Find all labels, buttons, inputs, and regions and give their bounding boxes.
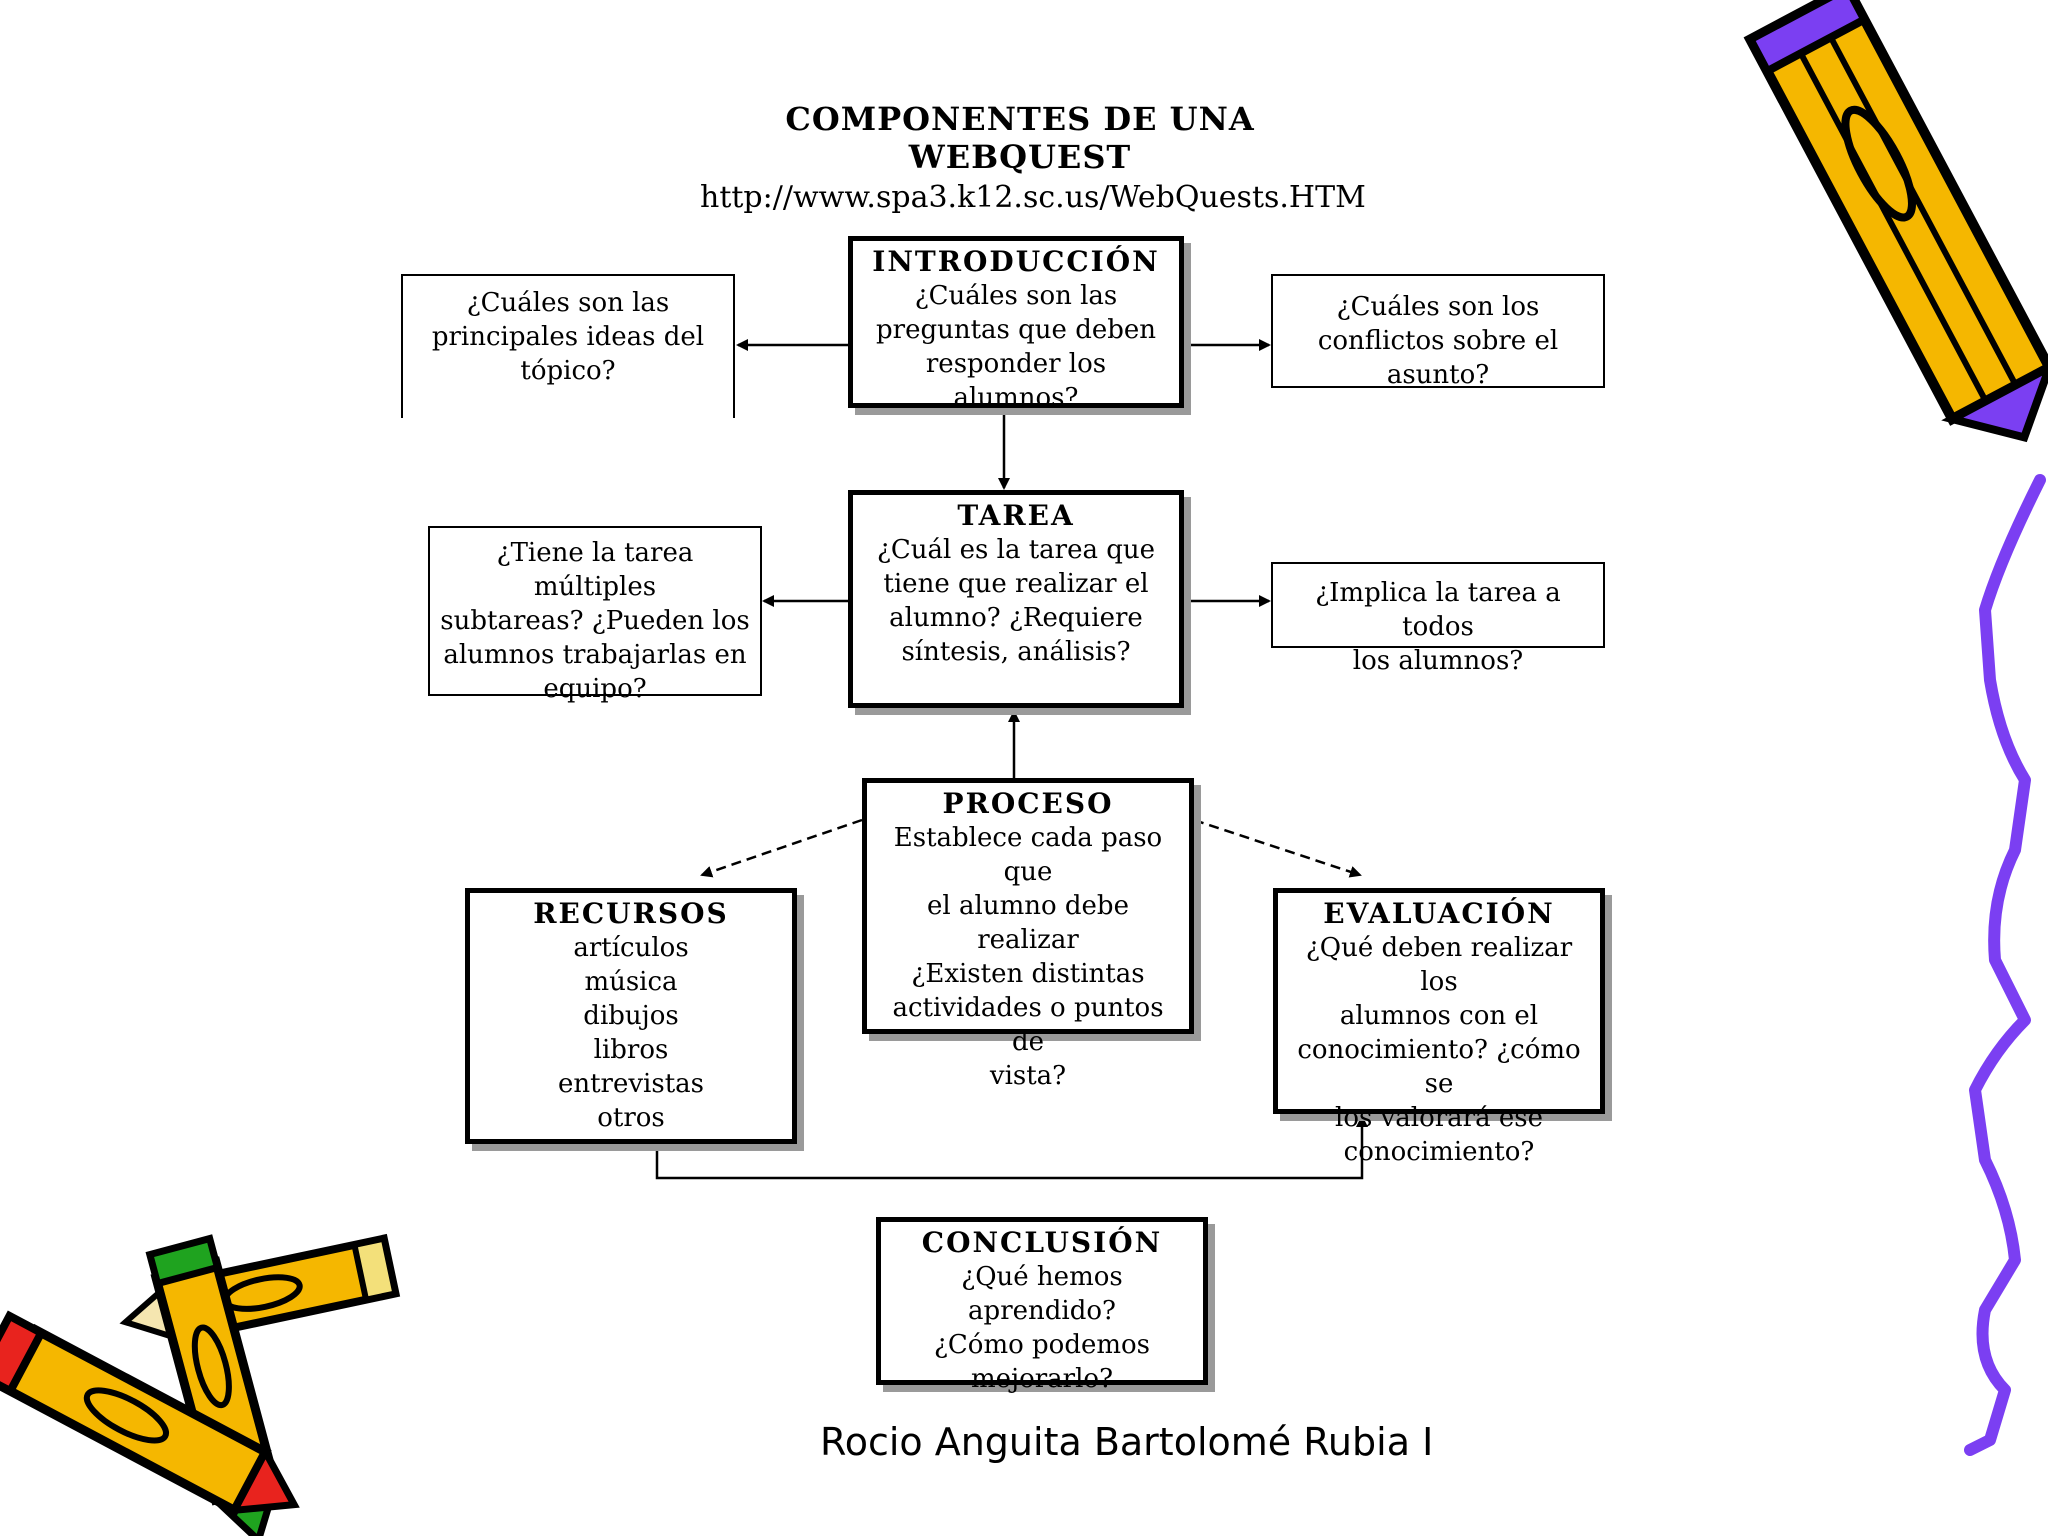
box-heading: INTRODUCCIÓN: [872, 245, 1160, 278]
box-heading: EVALUACIÓN: [1323, 897, 1555, 930]
box-introduccion: INTRODUCCIÓN ¿Cuáles son las preguntas q…: [848, 236, 1184, 413]
box-conclusion: CONCLUSIÓN ¿Qué hemos aprendido? ¿Cómo p…: [876, 1217, 1208, 1394]
question-box-tarea-left: ¿Tiene la tarea múltiples subtareas? ¿Pu…: [428, 526, 762, 704]
box-heading: RECURSOS: [533, 897, 729, 930]
question-text: ¿Tiene la tarea múltiples subtareas? ¿Pu…: [440, 538, 750, 704]
question-box-tarea-right: ¿Implica la tarea a todos los alumnos?: [1271, 562, 1605, 676]
box-text: ¿Cuál es la tarea que tiene que realizar…: [876, 535, 1156, 667]
box-heading: CONCLUSIÓN: [921, 1226, 1163, 1259]
box-recursos: RECURSOS artículos música dibujos libros…: [465, 888, 797, 1144]
diagram-title-block: COMPONENTES DE UNA WEBQUEST http://www.s…: [700, 100, 1366, 215]
box-text: artículos música dibujos libros entrevis…: [557, 933, 705, 1133]
question-text: ¿Cuáles son los conflictos sobre el asun…: [1317, 292, 1559, 390]
author-credit: Rocio Anguita Bartolomé Rubia I: [820, 1420, 1434, 1464]
arrow-proceso-recursos: [700, 818, 863, 878]
question-text: ¿Cuáles son las principales ideas del tó…: [431, 288, 705, 386]
arrow-proceso-evaluacion: [1193, 818, 1362, 878]
question-box-intro-right: ¿Cuáles son los conflictos sobre el asun…: [1271, 274, 1605, 390]
box-proceso: PROCESO Establece cada paso que el alumn…: [862, 778, 1194, 1091]
box-tarea: TAREA ¿Cuál es la tarea que tiene que re…: [848, 490, 1184, 708]
box-text: ¿Qué deben realizar los alumnos con el c…: [1297, 933, 1581, 1167]
source-url: http://www.spa3.k12.sc.us/WebQuests.HTM: [700, 180, 1366, 215]
box-text: ¿Qué hemos aprendido? ¿Cómo podemos mejo…: [933, 1262, 1151, 1394]
diagram-title: COMPONENTES DE UNA WEBQUEST: [785, 100, 1255, 176]
box-text: Establece cada paso que el alumno debe r…: [892, 823, 1164, 1091]
question-box-intro-left: ¿Cuáles son las principales ideas del tó…: [401, 274, 735, 418]
box-heading: TAREA: [957, 499, 1075, 532]
question-text: ¿Implica la tarea a todos los alumnos?: [1315, 578, 1561, 676]
arrow-recursos-evaluacion: [655, 1115, 1368, 1180]
box-text: ¿Cuáles son las preguntas que deben resp…: [876, 281, 1156, 413]
box-heading: PROCESO: [942, 787, 1114, 820]
box-evaluacion: EVALUACIÓN ¿Qué deben realizar los alumn…: [1273, 888, 1605, 1167]
